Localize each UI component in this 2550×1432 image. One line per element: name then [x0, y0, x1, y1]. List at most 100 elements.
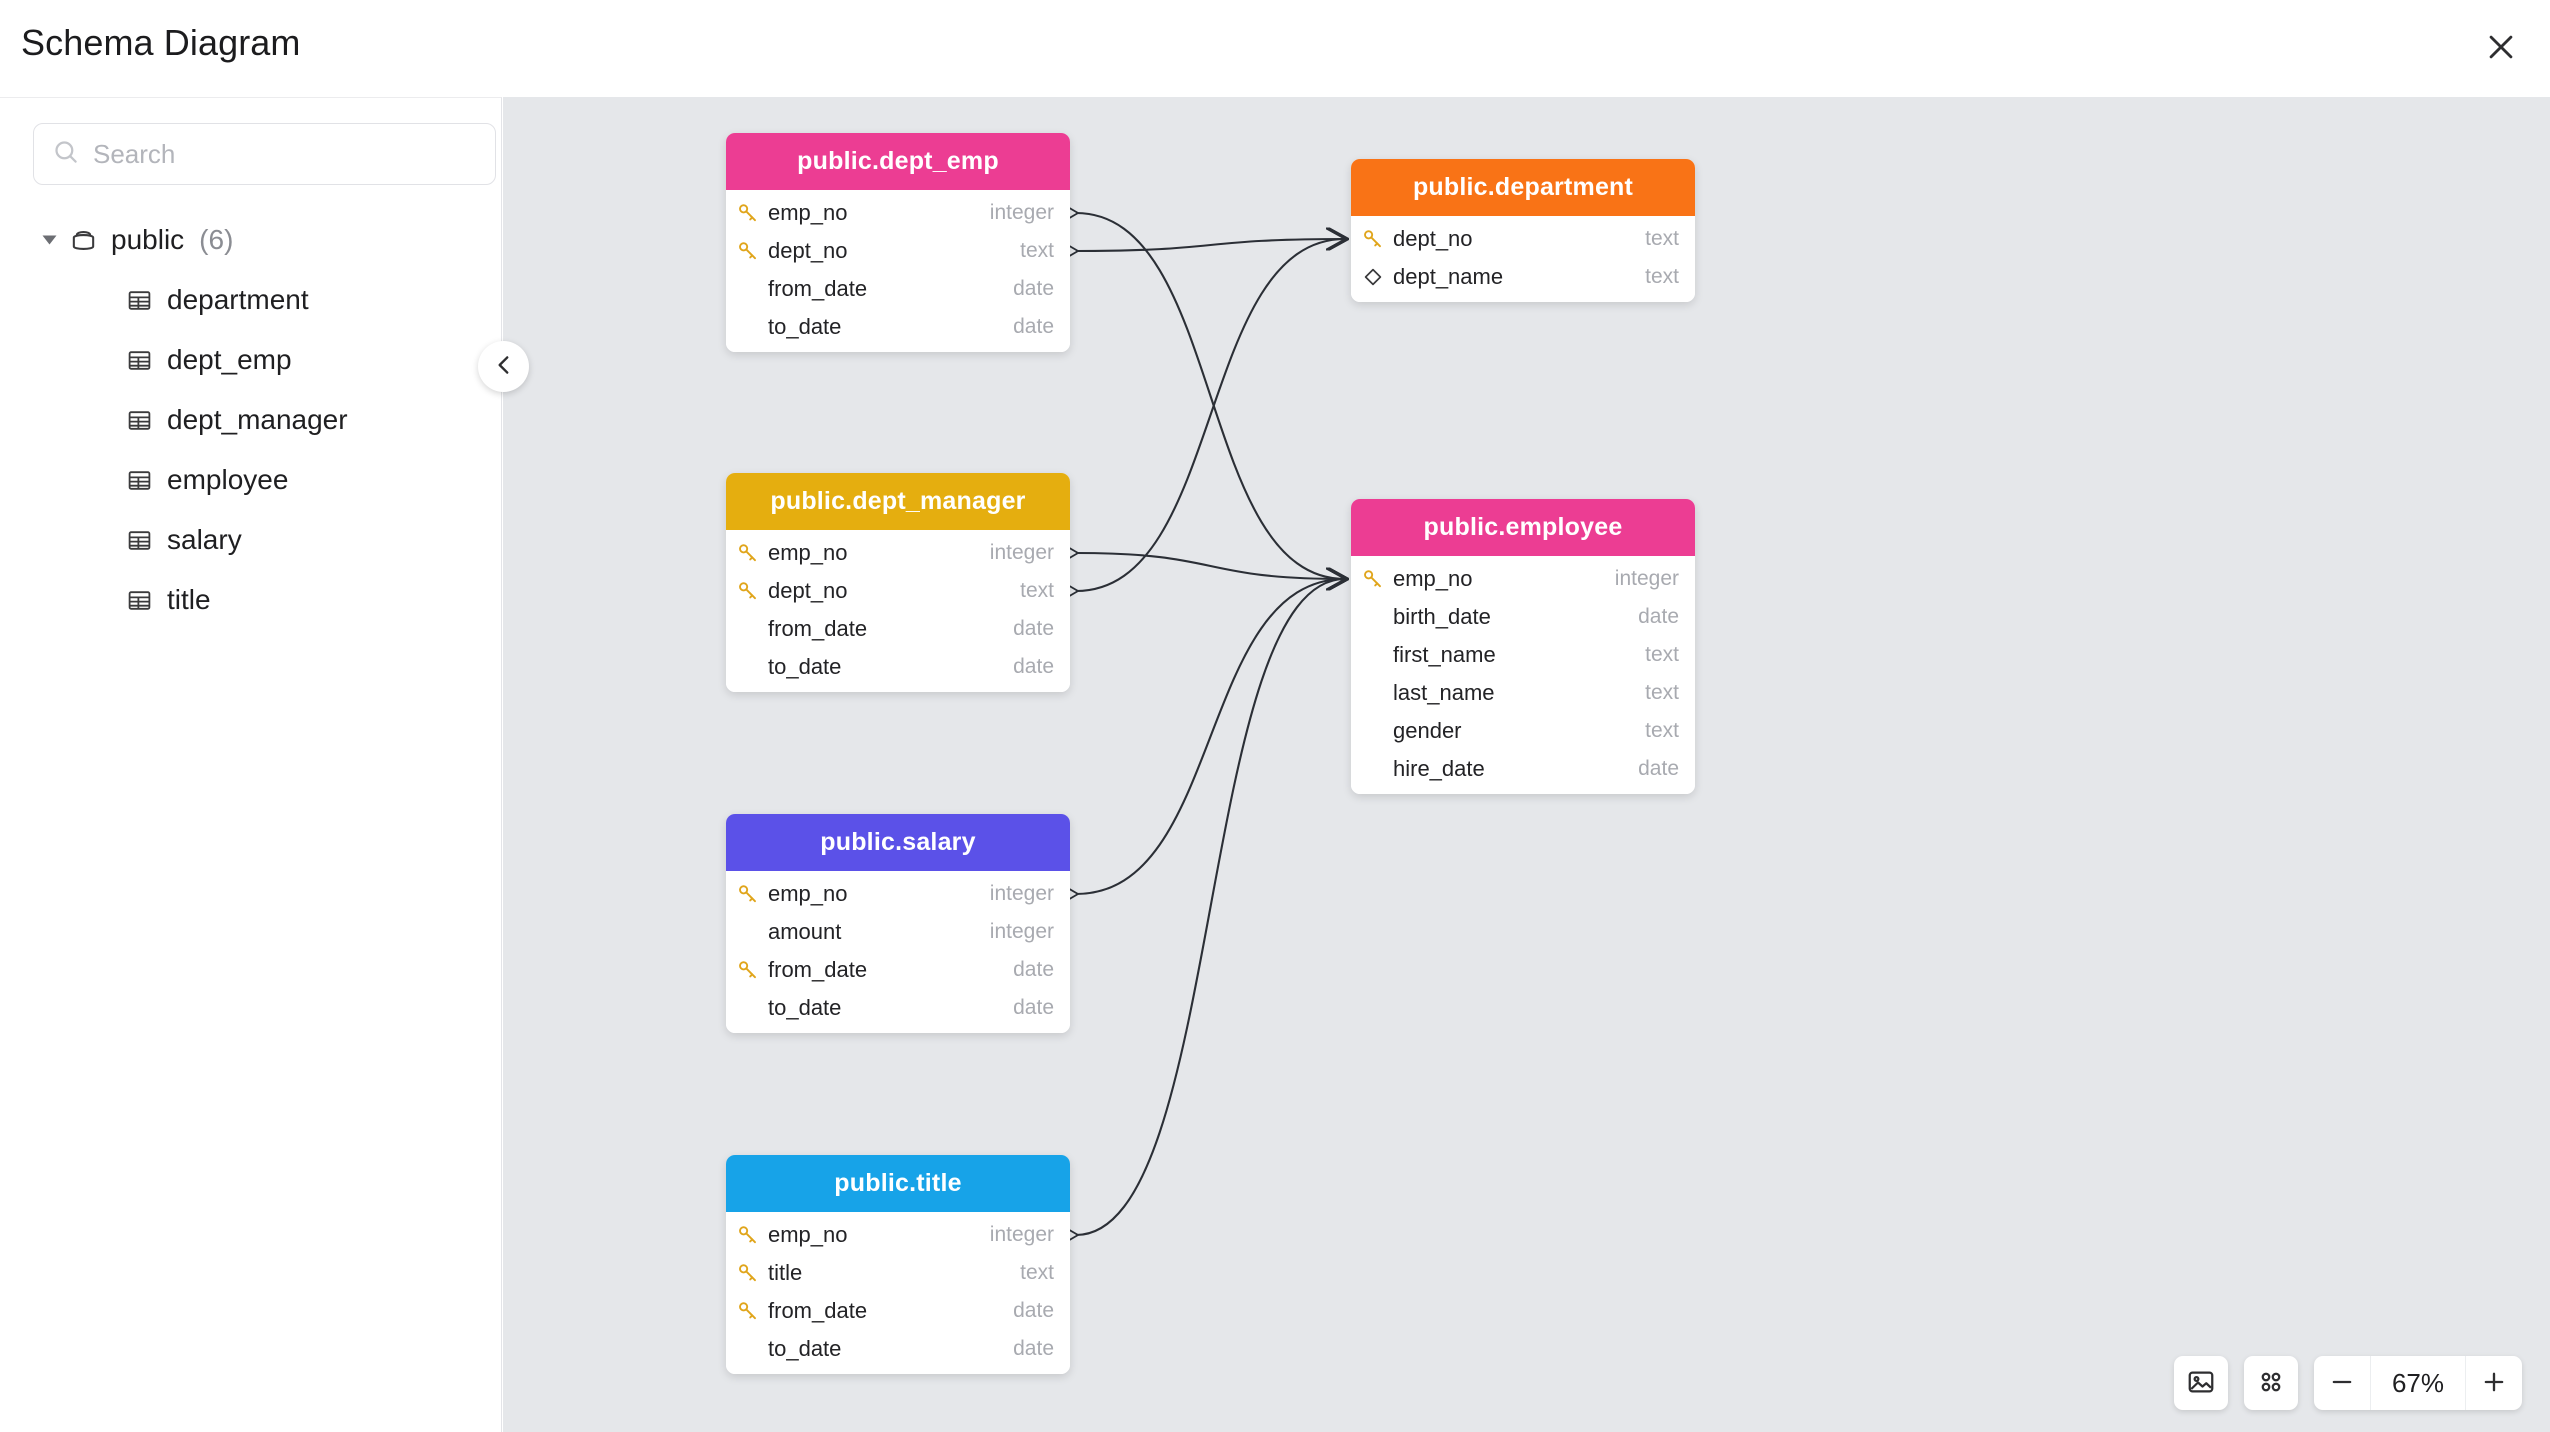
table-node-title: public.dept_emp [726, 133, 1070, 190]
column-type: date [1013, 277, 1054, 300]
column-name: to_date [768, 314, 842, 339]
close-button[interactable] [2468, 15, 2534, 81]
column-name: emp_no [768, 540, 848, 565]
table-node-title: public.salary [726, 814, 1070, 871]
column-icon-placeholder [1361, 757, 1385, 781]
tree-schema-label: public [111, 224, 185, 255]
column-icon-placeholder [736, 996, 760, 1020]
key-icon [736, 1299, 760, 1323]
column-name: to_date [768, 1336, 842, 1361]
column-name: gender [1393, 718, 1462, 743]
search-box[interactable] [33, 123, 496, 185]
table-icon [126, 407, 153, 434]
zoom-level-label[interactable]: 67% [2370, 1356, 2466, 1410]
edge-source-arrow [1065, 205, 1080, 221]
column-type: integer [989, 1223, 1054, 1246]
sidebar-item-title[interactable]: title [0, 570, 502, 630]
column-icon-placeholder [736, 315, 760, 339]
zoom-in-button[interactable] [2466, 1356, 2522, 1410]
grid-icon [2256, 1367, 2286, 1400]
column-row[interactable]: amount integer [726, 913, 1070, 951]
table-node-title: public.dept_manager [726, 473, 1070, 530]
key-icon [736, 201, 760, 225]
column-name: dept_no [768, 578, 848, 603]
sidebar-item-dept_manager[interactable]: dept_manager [0, 390, 502, 450]
zoom-out-button[interactable] [2314, 1356, 2370, 1410]
table-node-title: public.employee [1351, 499, 1695, 556]
search-input[interactable] [93, 138, 477, 170]
chevron-left-icon [491, 352, 517, 381]
column-type: integer [989, 201, 1054, 224]
column-type: text [1645, 227, 1679, 250]
diamond-icon [1361, 265, 1385, 289]
layout-grid-button[interactable] [2244, 1356, 2298, 1410]
column-type: integer [989, 541, 1054, 564]
column-type: integer [989, 920, 1054, 943]
table-icon [126, 527, 153, 554]
sidebar: public (6) departmentdept_empdept_manage… [0, 97, 529, 1432]
sidebar-item-dept_emp[interactable]: dept_emp [0, 330, 502, 390]
column-type: text [1020, 1261, 1054, 1284]
column-icon-placeholder [1361, 605, 1385, 629]
chevron-down-icon[interactable] [42, 235, 57, 245]
tree-schema-public[interactable]: public (6) [0, 210, 502, 270]
column-icon-placeholder [1361, 643, 1385, 667]
key-icon [736, 1223, 760, 1247]
edge-salary-to-employee [1075, 579, 1345, 896]
column-type: date [1013, 996, 1054, 1019]
close-icon [2484, 30, 2518, 67]
export-image-button[interactable] [2174, 1356, 2228, 1410]
sidebar-collapse-button[interactable] [478, 341, 529, 392]
column-row[interactable]: dept_no text [1351, 220, 1695, 258]
column-name: dept_name [1393, 264, 1504, 289]
title-bar: Schema Diagram [0, 0, 2550, 97]
table-icon [126, 287, 153, 314]
edge-source-arrow [1065, 886, 1080, 902]
sidebar-item-employee[interactable]: employee [0, 450, 502, 510]
column-row[interactable]: emp_no integer [726, 534, 1070, 572]
sidebar-item-salary[interactable]: salary [0, 510, 502, 570]
column-name: dept_no [1393, 226, 1473, 251]
minus-icon [2328, 1368, 2356, 1399]
sidebar-item-department[interactable]: department [0, 270, 502, 330]
relationship-edges [1065, 205, 2550, 1243]
search-container [33, 123, 496, 185]
database-icon [69, 226, 98, 255]
column-name: from_date [768, 1298, 868, 1323]
sidebar-item-label: employee [167, 464, 289, 495]
column-name: amount [768, 919, 842, 944]
page-title: Schema Diagram [21, 22, 301, 63]
